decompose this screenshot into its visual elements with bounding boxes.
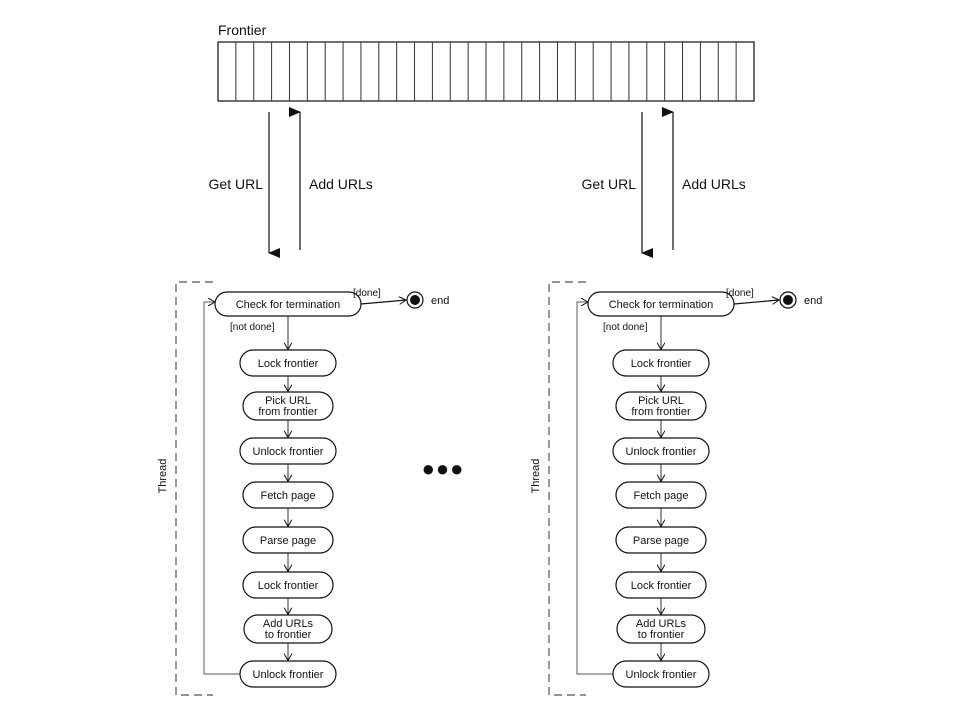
thread-bracket bbox=[548, 281, 586, 696]
activity-node-label: Add URLs bbox=[263, 618, 314, 630]
activity-node-label: Fetch page bbox=[633, 490, 688, 502]
activity-node-box bbox=[239, 349, 337, 377]
activity-node: Parse page bbox=[615, 526, 707, 554]
activity-node-label: Parse page bbox=[260, 535, 316, 547]
activity-node: Unlock frontier bbox=[239, 437, 337, 465]
activity-node: Lock frontier bbox=[612, 349, 710, 377]
end-node bbox=[779, 291, 797, 309]
done-connector bbox=[360, 300, 406, 304]
activity-node-box bbox=[615, 481, 707, 509]
end-label: end bbox=[804, 295, 822, 307]
activity-node-box bbox=[239, 437, 337, 465]
activity-node: Check for termination bbox=[214, 291, 362, 317]
loop-back-line bbox=[203, 302, 240, 675]
guard-done: [done] bbox=[353, 288, 381, 299]
add-urls-label-right: Add URLs bbox=[682, 176, 746, 192]
activity-node-box bbox=[616, 614, 706, 644]
activity-node: Unlock frontier bbox=[239, 660, 337, 688]
activity-node-label: Unlock frontier bbox=[253, 669, 324, 681]
activity-node-box bbox=[239, 660, 337, 688]
activity-node-label: Check for termination bbox=[609, 299, 714, 311]
more-threads-ellipsis: ●●● bbox=[422, 456, 465, 481]
activity-node-box bbox=[242, 391, 334, 421]
activity-node-box bbox=[612, 437, 710, 465]
activity-node-label: to frontier bbox=[265, 629, 312, 641]
activity-node: Unlock frontier bbox=[612, 437, 710, 465]
activity-node-box bbox=[612, 349, 710, 377]
activity-node-label: Unlock frontier bbox=[626, 446, 697, 458]
activity-node-box bbox=[612, 660, 710, 688]
activity-node-label: Lock frontier bbox=[258, 358, 319, 370]
activity-node-label: Lock frontier bbox=[631, 580, 692, 592]
add-urls-label-left: Add URLs bbox=[309, 176, 373, 192]
activity-node-box bbox=[242, 571, 334, 599]
activity-node-label: Parse page bbox=[633, 535, 689, 547]
get-url-label-right: Get URL bbox=[582, 176, 637, 192]
activity-node: Lock frontier bbox=[615, 571, 707, 599]
activity-node-label: Add URLs bbox=[636, 618, 687, 630]
activity-node-label: from frontier bbox=[631, 406, 691, 418]
activity-node: Parse page bbox=[242, 526, 334, 554]
activity-node: Fetch page bbox=[615, 481, 707, 509]
loop-back-line bbox=[576, 302, 613, 675]
guard-not-done: [not done] bbox=[230, 322, 275, 333]
activity-node-box bbox=[242, 526, 334, 554]
guard-done: [done] bbox=[726, 288, 754, 299]
activity-node-label: to frontier bbox=[638, 629, 685, 641]
activity-node: Unlock frontier bbox=[612, 660, 710, 688]
thread-label: Thread bbox=[530, 459, 542, 494]
activity-node-box bbox=[615, 391, 707, 421]
thread-bracket bbox=[175, 281, 213, 696]
frontier-queue bbox=[217, 41, 755, 102]
activity-node-label: Pick URL bbox=[638, 395, 684, 407]
activity-node: Lock frontier bbox=[239, 349, 337, 377]
activity-node: Lock frontier bbox=[242, 571, 334, 599]
activity-node-label: Check for termination bbox=[236, 299, 341, 311]
thread-label: Thread bbox=[157, 459, 169, 494]
activity-node-label: Lock frontier bbox=[258, 580, 319, 592]
activity-node-box bbox=[615, 526, 707, 554]
activity-node-label: Unlock frontier bbox=[253, 446, 324, 458]
activity-node: Fetch page bbox=[242, 481, 334, 509]
activity-node-box bbox=[615, 571, 707, 599]
activity-node: Check for termination bbox=[587, 291, 735, 317]
guard-not-done: [not done] bbox=[603, 322, 648, 333]
get-url-label-left: Get URL bbox=[209, 176, 264, 192]
activity-node-label: from frontier bbox=[258, 406, 318, 418]
activity-node-label: Lock frontier bbox=[631, 358, 692, 370]
done-connector bbox=[733, 300, 779, 304]
frontier-title: Frontier bbox=[218, 22, 267, 38]
activity-node-box bbox=[243, 614, 333, 644]
activity-node-label: Unlock frontier bbox=[626, 669, 697, 681]
activity-node-box bbox=[242, 481, 334, 509]
activity-node-label: Pick URL bbox=[265, 395, 311, 407]
end-label: end bbox=[431, 295, 449, 307]
end-node bbox=[406, 291, 424, 309]
activity-node-label: Fetch page bbox=[260, 490, 315, 502]
